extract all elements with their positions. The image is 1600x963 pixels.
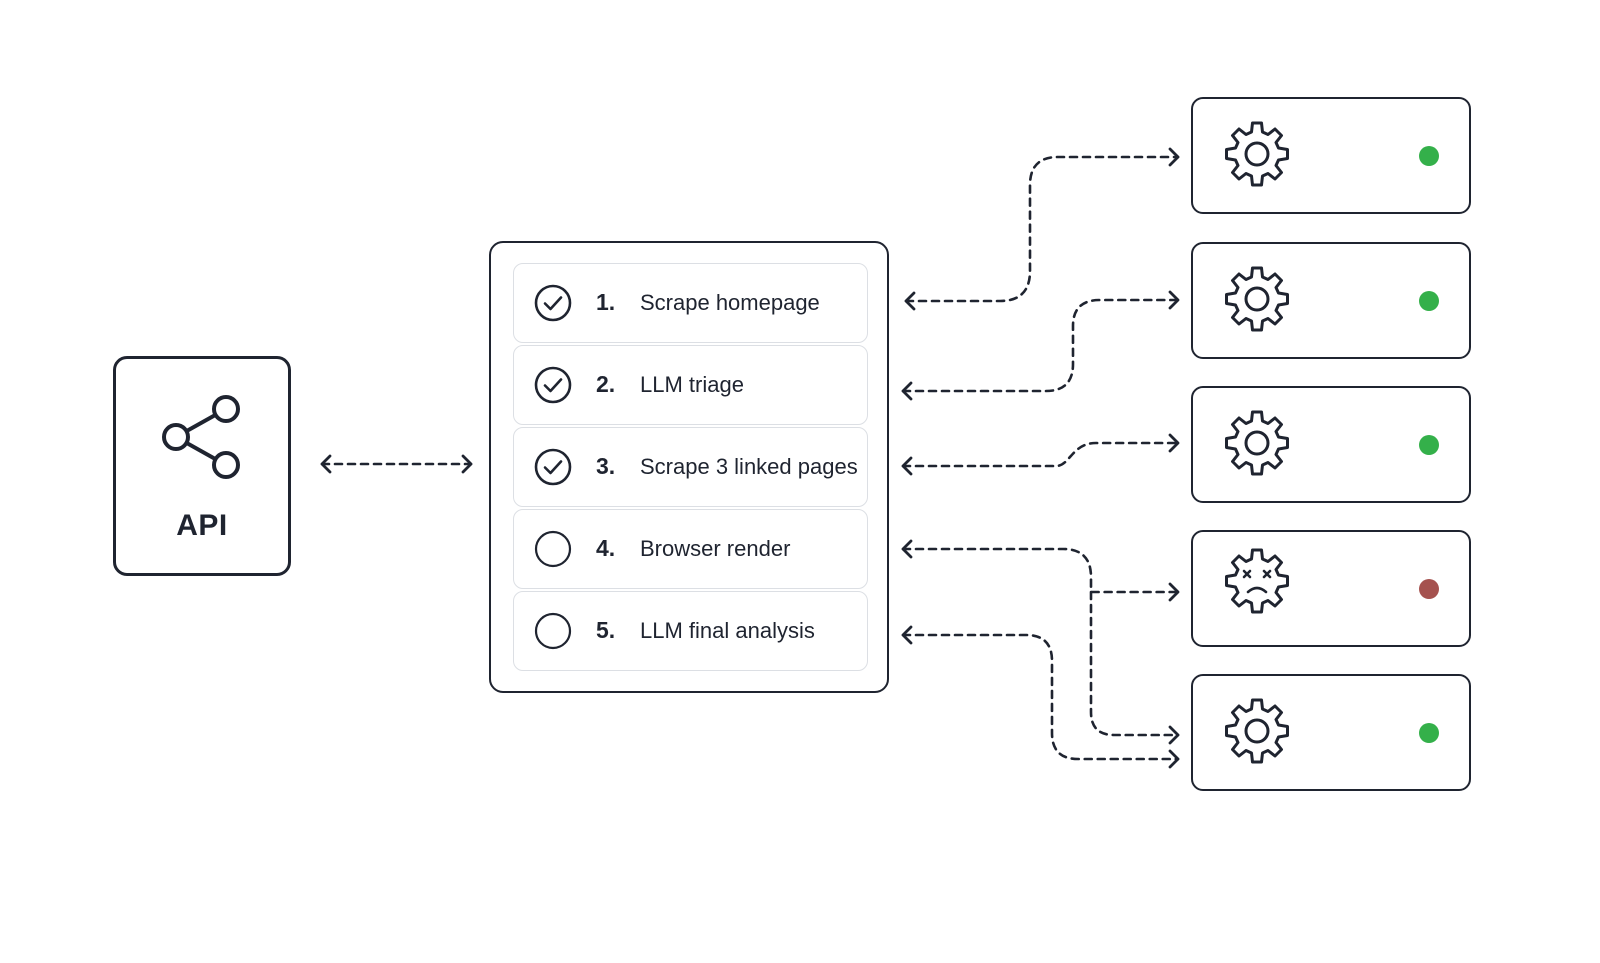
pipeline-step: 1. Scrape homepage <box>513 263 868 343</box>
step-label: Scrape 3 linked pages <box>640 454 858 479</box>
arrowhead-right-icon <box>1168 290 1180 310</box>
worker-connector-4b <box>1089 590 1180 737</box>
worker-connector-5 <box>901 633 1180 761</box>
step-number: 2. <box>596 371 616 397</box>
worker-node <box>1191 386 1471 503</box>
gear-icon <box>1225 121 1289 187</box>
worker-node <box>1191 97 1471 214</box>
status-dot-error <box>1419 579 1439 599</box>
api-label: API <box>176 509 228 542</box>
arrowhead-right-icon <box>1168 433 1180 453</box>
arrowhead-left-icon <box>901 539 913 559</box>
pipeline-step: 5. LLM final analysis <box>513 591 868 671</box>
api-node: API <box>113 356 291 576</box>
empty-circle-icon <box>534 530 572 568</box>
step-number: 5. <box>596 617 616 643</box>
arrowhead-right-icon <box>1168 749 1180 769</box>
pipeline-step: 2. LLM triage <box>513 345 868 425</box>
worker-connector-3 <box>901 441 1180 468</box>
worker-connector-4 <box>901 547 1180 594</box>
arrowhead-right-icon <box>461 454 473 474</box>
check-circle-icon <box>534 448 572 486</box>
step-label: Browser render <box>640 536 791 561</box>
gear-icon <box>1225 698 1289 764</box>
status-dot-ok <box>1419 723 1439 743</box>
share-icon <box>162 395 240 479</box>
arrowhead-left-icon <box>904 291 916 311</box>
pipeline-panel: 1. Scrape homepage 2. LLM triage 3. Scra… <box>489 241 889 693</box>
pipeline-step: 4. Browser render <box>513 509 868 589</box>
worker-node <box>1191 242 1471 359</box>
broken-gear-icon <box>1225 548 1289 614</box>
status-dot-ok <box>1419 291 1439 311</box>
status-dot-ok <box>1419 435 1439 455</box>
check-circle-icon <box>534 366 572 404</box>
arrowhead-left-icon <box>901 381 913 401</box>
step-label: LLM triage <box>640 372 744 397</box>
arrowhead-left-icon <box>901 456 913 476</box>
arrowhead-right-icon <box>1168 582 1180 602</box>
step-label: LLM final analysis <box>640 618 815 643</box>
check-circle-icon <box>534 284 572 322</box>
step-number: 4. <box>596 535 616 561</box>
worker-connector-2 <box>901 298 1180 393</box>
arrowhead-right-icon <box>1168 725 1180 745</box>
arrowhead-left-icon <box>320 454 332 474</box>
step-number: 3. <box>596 453 616 479</box>
worker-node <box>1191 674 1471 791</box>
status-dot-ok <box>1419 146 1439 166</box>
step-number: 1. <box>596 289 616 315</box>
step-label: Scrape homepage <box>640 290 820 315</box>
gear-icon <box>1225 266 1289 332</box>
arrowhead-right-icon <box>1168 147 1180 167</box>
worker-connector-1 <box>904 155 1180 303</box>
arrowhead-left-icon <box>901 625 913 645</box>
pipeline-step: 3. Scrape 3 linked pages <box>513 427 868 507</box>
gear-icon <box>1225 410 1289 476</box>
empty-circle-icon <box>534 612 572 650</box>
worker-node <box>1191 530 1471 647</box>
